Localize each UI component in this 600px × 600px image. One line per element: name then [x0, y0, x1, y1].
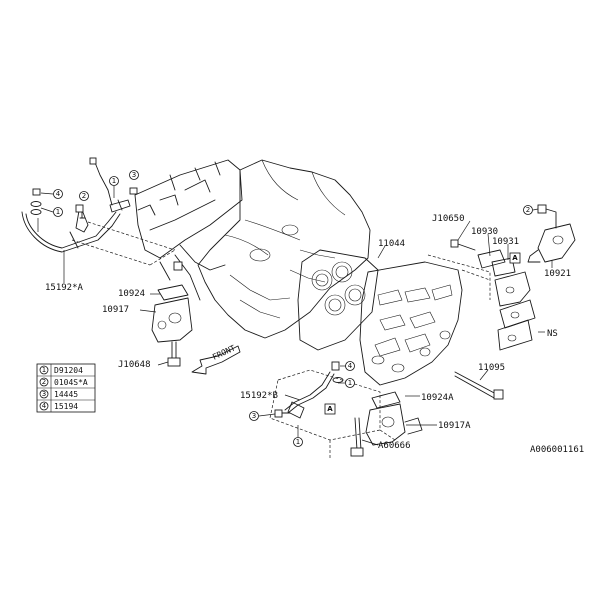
callout-2-top-right: 2 — [523, 205, 539, 215]
svg-text:A: A — [327, 405, 333, 413]
legend-row-3: 3 14445 — [39, 389, 78, 399]
callout-1-right-upper: 1 — [345, 378, 355, 388]
label-15192b: 15192*B — [240, 391, 278, 401]
svg-text:3: 3 — [252, 412, 256, 420]
label-10917a: 10917A — [438, 421, 471, 431]
svg-text:3: 3 — [42, 390, 46, 398]
callout-3-top: 3 — [129, 170, 139, 180]
svg-text:0104S*A: 0104S*A — [54, 378, 88, 387]
label-10917: 10917 — [102, 305, 129, 315]
head-gasket — [297, 249, 379, 351]
front-label: FRONT — [211, 343, 237, 361]
svg-text:1: 1 — [112, 177, 116, 185]
svg-text:1: 1 — [348, 379, 352, 387]
svg-text:4: 4 — [56, 190, 61, 198]
bolt-11095 — [454, 371, 504, 400]
svg-text:1: 1 — [56, 208, 60, 216]
oil-pipe-left — [21, 157, 138, 253]
svg-text:3: 3 — [132, 171, 136, 179]
svg-text:D91204: D91204 — [54, 366, 83, 375]
svg-text:2: 2 — [42, 378, 46, 386]
callout-1-top: 1 — [109, 176, 119, 198]
bolt-a60666 — [350, 417, 364, 457]
svg-text:1: 1 — [42, 366, 46, 374]
svg-text:4: 4 — [42, 402, 47, 410]
cylinder-head-left — [134, 159, 243, 301]
label-10924a: 10924A — [421, 393, 454, 403]
callout-4-right: 4 — [345, 361, 355, 371]
svg-text:2: 2 — [82, 192, 86, 200]
oil-control-valve-right — [365, 391, 423, 446]
svg-text:A: A — [512, 254, 518, 262]
callout-1-right-lower: 1 — [293, 437, 303, 447]
bolt-j10650 — [450, 239, 476, 251]
callout-4-left: 4 — [40, 189, 63, 199]
svg-text:2: 2 — [526, 206, 530, 214]
label-11044: 11044 — [378, 239, 405, 249]
label-11095: 11095 — [478, 363, 505, 373]
label-10924: 10924 — [118, 289, 145, 299]
legend-row-1: 1 D91204 — [39, 365, 83, 375]
callout-1-left: 1 — [40, 207, 63, 217]
oil-pipe-right — [274, 361, 344, 419]
camshaft-cap-assembly — [477, 249, 536, 351]
label-a60666: A60666 — [378, 441, 411, 451]
label-10931: 10931 — [492, 237, 519, 247]
callout-3-right: 3 — [249, 411, 276, 421]
svg-text:15194: 15194 — [54, 402, 78, 411]
engine-block — [197, 159, 371, 339]
label-10930: 10930 — [471, 227, 498, 237]
oil-control-solenoid-right — [527, 204, 576, 263]
front-direction-arrow: FRONT — [191, 343, 241, 375]
callout-2-left: 2 — [79, 191, 89, 201]
svg-text:14445: 14445 — [54, 390, 78, 399]
svg-text:4: 4 — [348, 362, 353, 370]
reference-a-top: A — [509, 252, 521, 264]
legend-row-2: 2 0104S*A — [39, 377, 88, 387]
drawing-id: A006001161 — [530, 445, 584, 455]
label-ns: NS — [547, 329, 558, 339]
reference-a-bottom: A — [324, 403, 336, 415]
svg-text:1: 1 — [296, 438, 300, 446]
label-15192a: 15192*A — [45, 283, 84, 293]
legend-row-4: 4 15194 — [39, 401, 78, 411]
leader-lines — [63, 220, 553, 446]
cylinder-head-right — [359, 261, 463, 386]
label-j10648: J10648 — [118, 360, 151, 370]
oil-control-valve-left — [151, 284, 193, 367]
label-j10650: J10650 — [432, 214, 465, 224]
label-10921: 10921 — [544, 269, 571, 279]
legend-table: 1 D91204 2 0104S*A 3 14445 4 15194 — [36, 363, 96, 413]
